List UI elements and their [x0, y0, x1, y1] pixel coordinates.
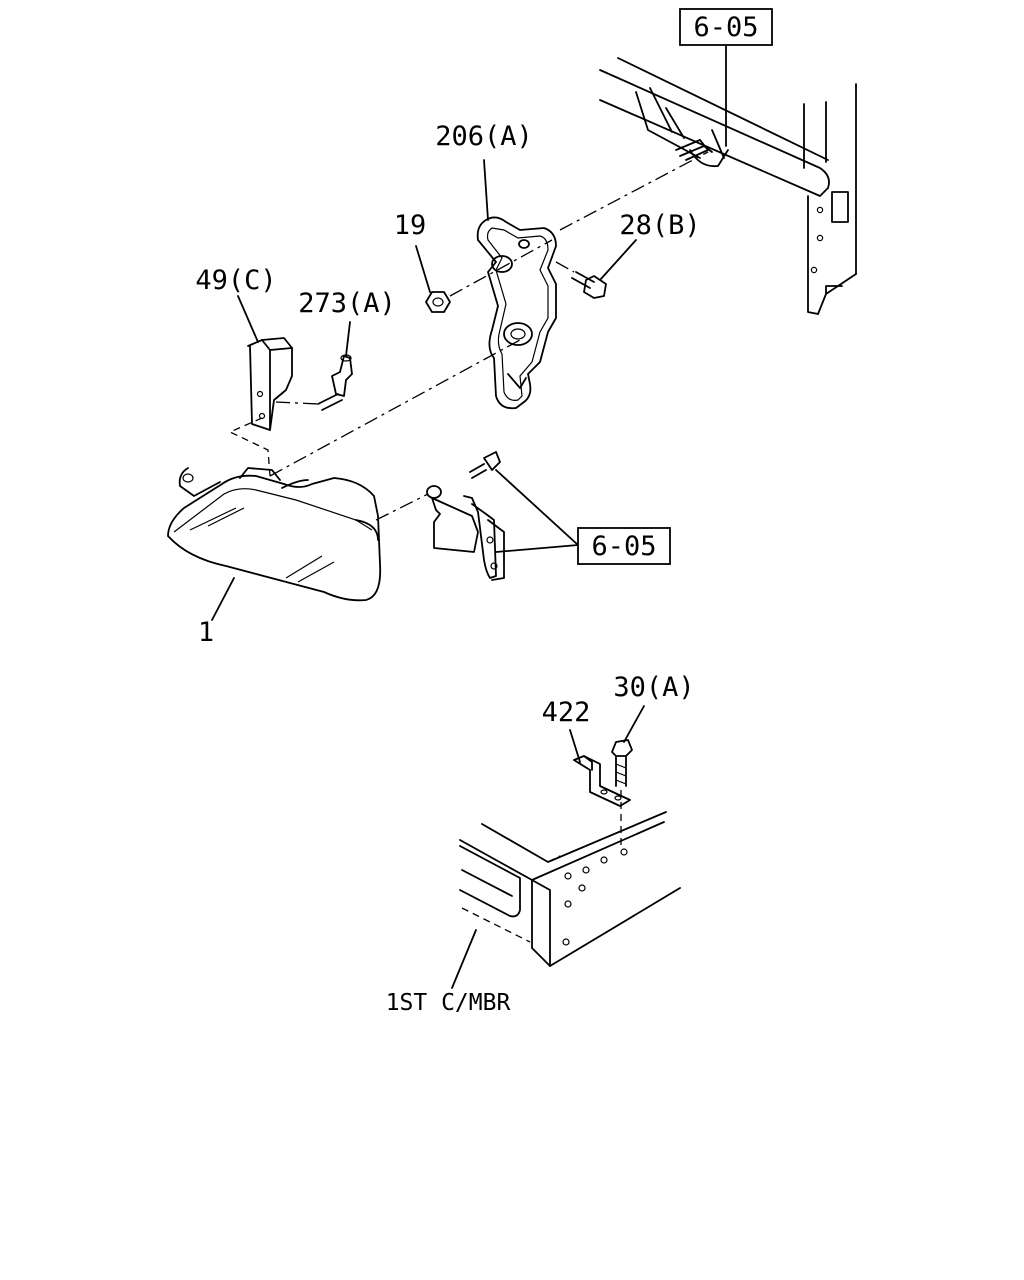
bracket-422 — [573, 755, 631, 807]
assembly-line-lower — [375, 493, 429, 521]
nut-19-leader — [415, 245, 431, 293]
lamp-1-leader — [211, 577, 235, 621]
bolt-28-leader — [599, 239, 637, 281]
ref-mid-leader-a — [495, 469, 579, 546]
assembly-line-frame — [559, 151, 709, 231]
bracket-49-leader — [237, 295, 259, 343]
assembly-line-bolt-28 — [555, 261, 575, 273]
lamp-lower-bracket — [426, 451, 505, 581]
callout-49: 49(C) — [195, 265, 276, 296]
crossmember-leader — [451, 929, 477, 989]
bolt-30 — [611, 739, 633, 787]
assembly-line-lamp — [269, 339, 521, 477]
ref-box-top-label[interactable]: 6-05 — [693, 12, 758, 43]
ref-box-top[interactable] — [679, 8, 773, 46]
callout-206: 206(A) — [435, 121, 533, 152]
side-bracket-49 — [247, 337, 293, 431]
callout-30: 30(A) — [613, 672, 694, 703]
bolt-28 — [571, 271, 607, 299]
bolt-273 — [317, 354, 353, 411]
bracket-422-leader — [569, 729, 581, 763]
lamp-mounting-bracket — [476, 216, 557, 410]
callout-28: 28(B) — [619, 210, 700, 241]
bolt-30-leader — [623, 705, 645, 743]
assembly-line-bolt-273 — [275, 401, 319, 405]
bolt-273-leader — [345, 321, 351, 357]
first-crossmember — [459, 811, 681, 967]
combination-lamp — [167, 467, 382, 602]
callout-422: 422 — [542, 697, 591, 728]
ref-mid-leader-b — [495, 544, 579, 553]
callout-crossmember: 1ST C/MBR — [386, 990, 511, 1016]
callout-273: 273(A) — [298, 288, 396, 319]
cab-frame-panel — [599, 57, 857, 315]
nut-19 — [425, 291, 451, 313]
bracket-206-leader — [483, 159, 489, 221]
assembly-line-nut — [449, 239, 553, 297]
callout-19: 19 — [394, 210, 427, 241]
callout-1: 1 — [198, 617, 214, 648]
assembly-line-side — [228, 417, 271, 477]
ref-box-mid-label[interactable]: 6-05 — [591, 531, 656, 562]
ref-box-mid[interactable] — [577, 527, 671, 565]
